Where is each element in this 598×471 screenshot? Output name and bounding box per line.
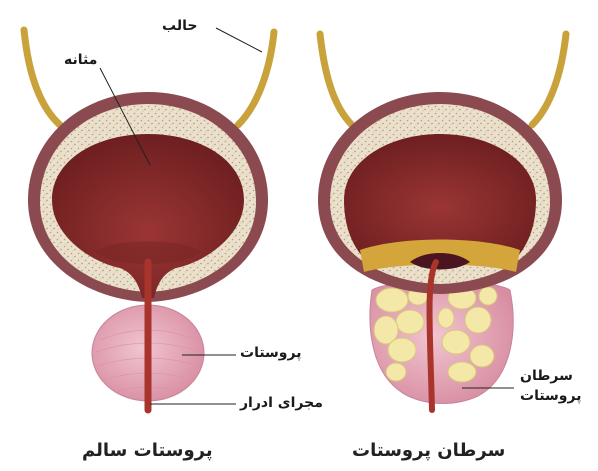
cancer-label-line1: سرطان [520,368,573,386]
urethra-label: مجرای ادرار [240,395,323,413]
ureter-left-tube-2 [320,34,352,125]
ureter-right-tube-2 [532,34,566,125]
cancer-label-line2: پروستات [520,388,581,406]
caption-healthy: پروستات سالم [82,440,213,461]
healthy-illustration [24,28,274,410]
ureter-right-tube [238,32,274,125]
bladder-label: مثانه [64,52,97,70]
cancer-illustration [318,34,566,410]
caption-cancer: سرطان پروستات [352,440,505,461]
prostate-label: پروستات [240,345,301,363]
ureter-label: حالب [162,18,197,36]
cancer-bladder-cavity [344,134,536,256]
ureter-left-tube [24,30,60,125]
